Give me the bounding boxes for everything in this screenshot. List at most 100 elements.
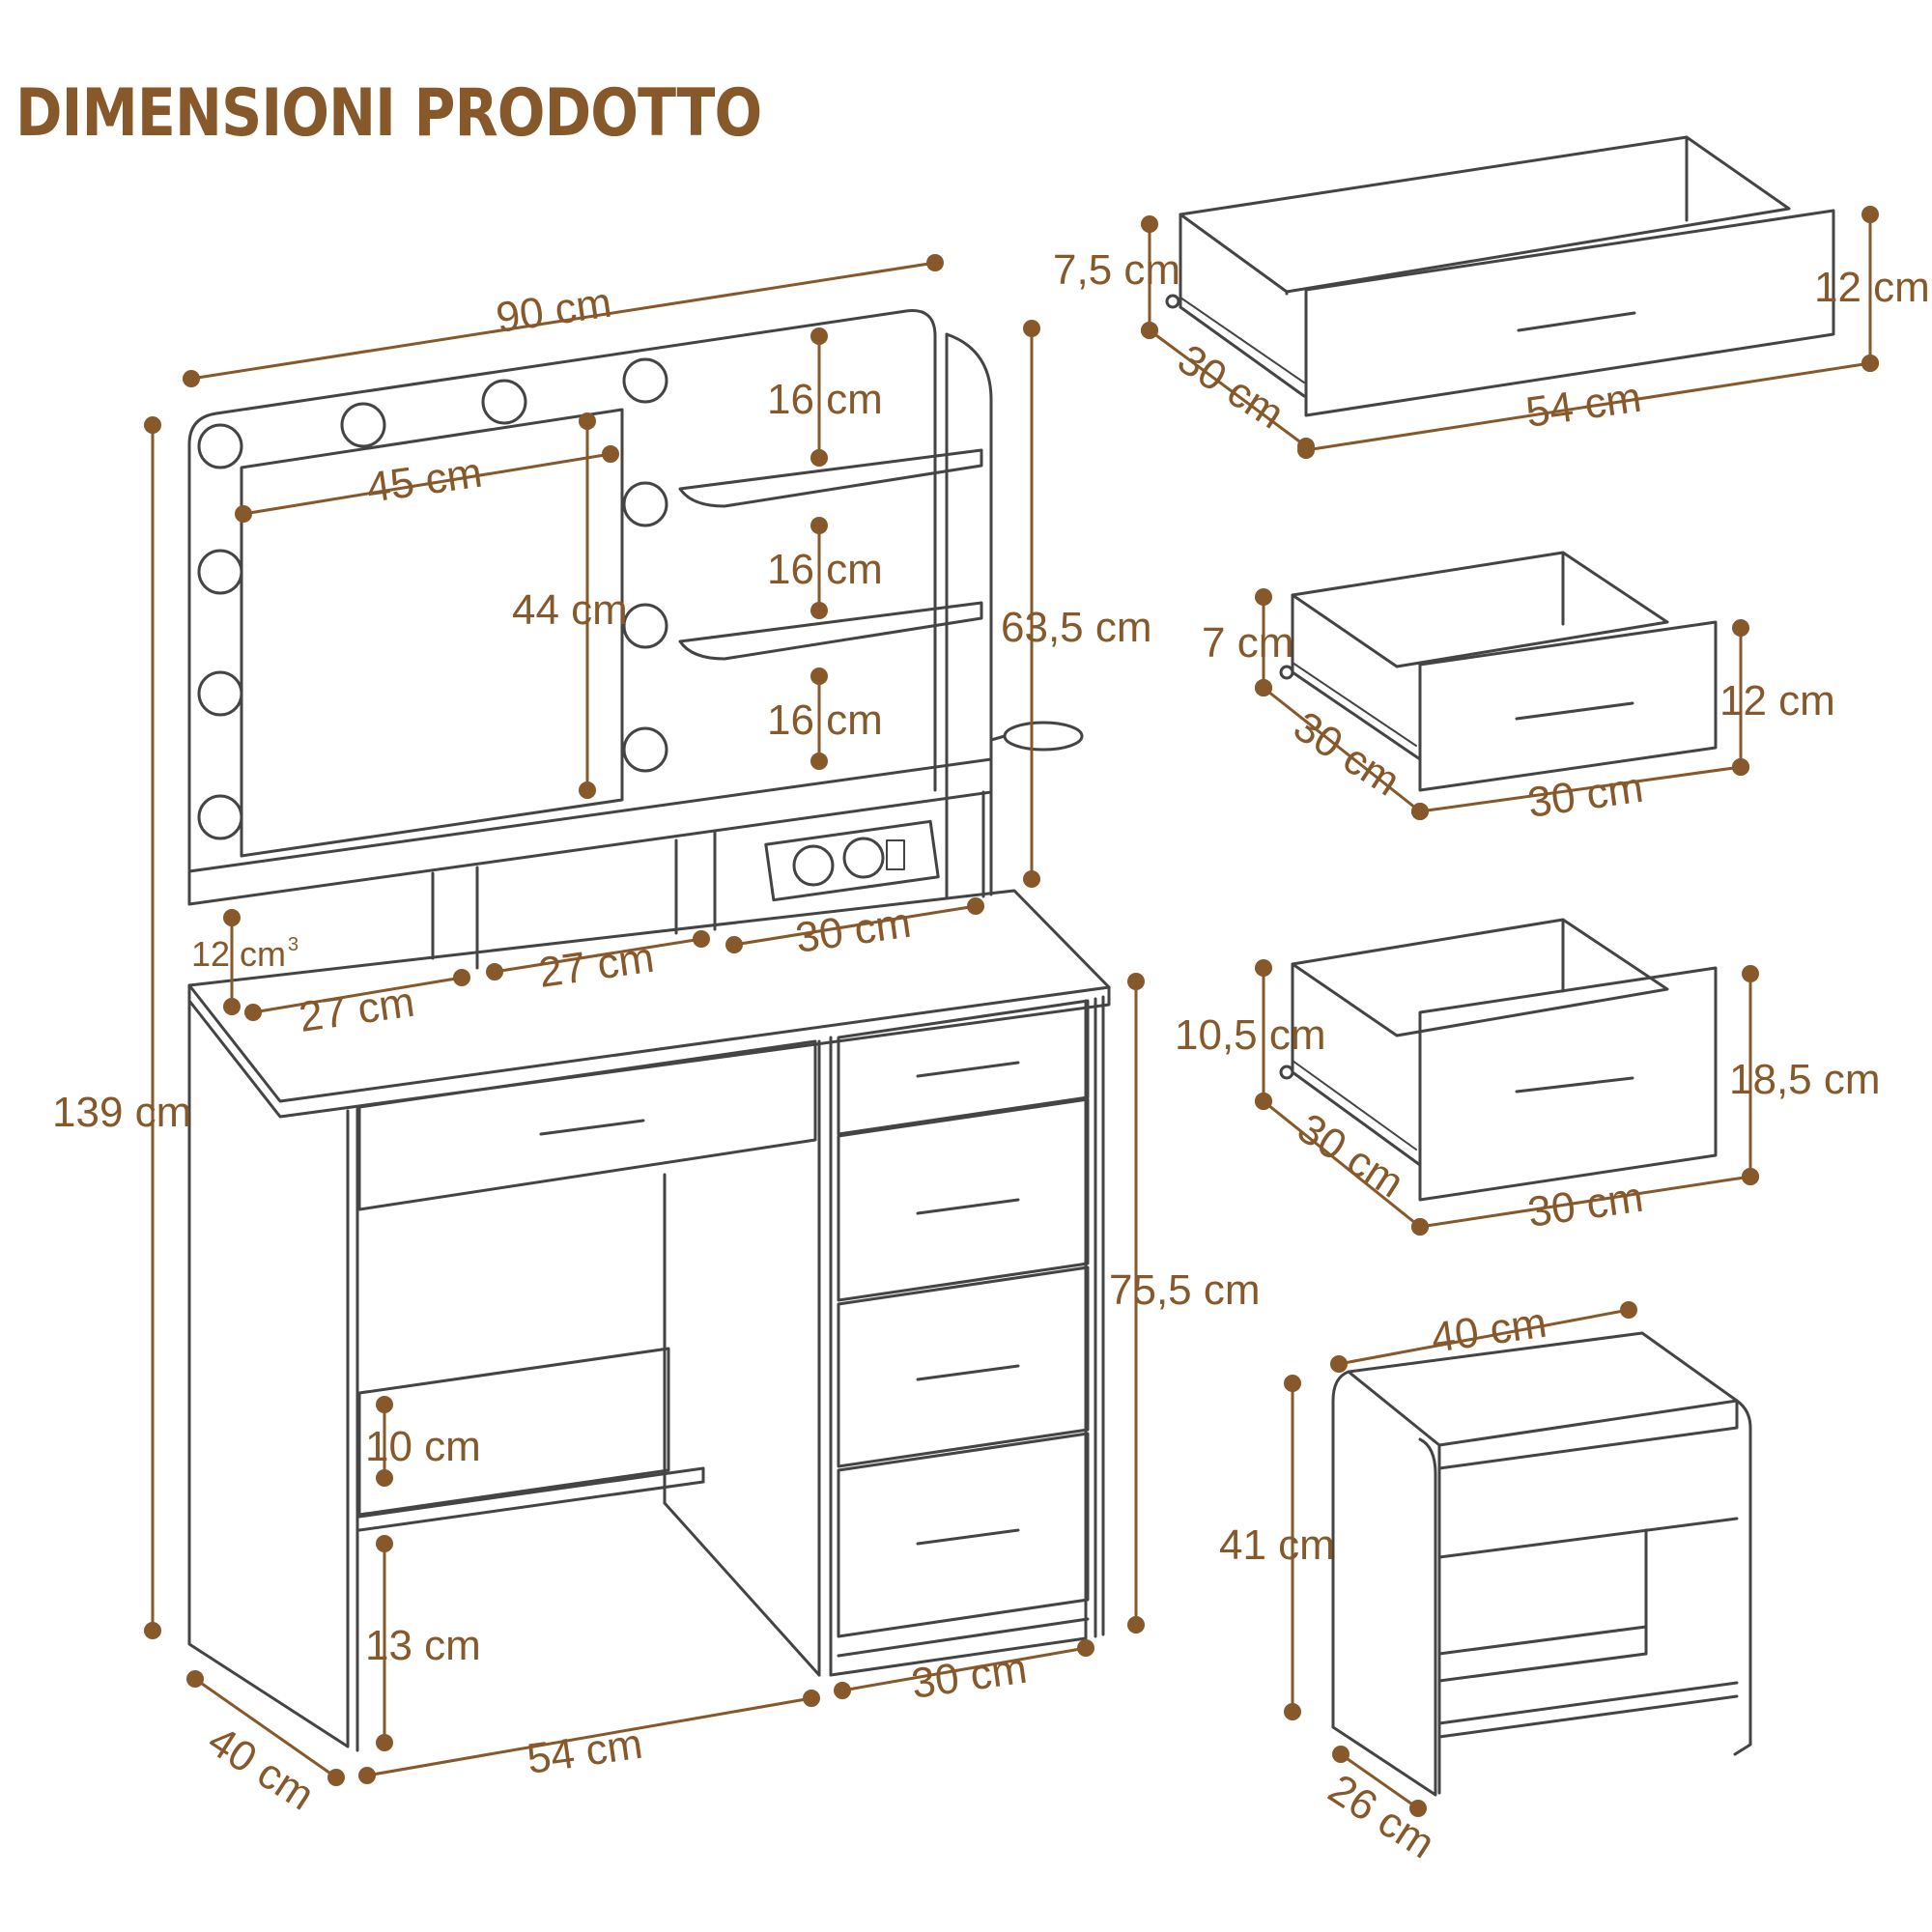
dimension-line-desk-height (1127, 973, 1145, 1634)
dimension-line-small-drawer-width (1411, 758, 1749, 820)
dimension-line-upper-height (1023, 320, 1040, 888)
dimension-endpoint (693, 930, 710, 948)
label-shelf-gap-1: 16 cm (767, 376, 883, 423)
label-cubby-height-sup: 3 (288, 934, 298, 955)
dimension-line-desk-opening-width (358, 1690, 820, 1784)
dimension-line-depth (186, 1670, 345, 1786)
dimension-endpoint (376, 1535, 393, 1552)
large-drawer-illustration (1165, 135, 1835, 417)
dimension-endpoint (1023, 320, 1040, 337)
label-tall-drawer-inner-height: 10,5 cm (1175, 1011, 1326, 1059)
dimension-endpoint (1330, 1355, 1348, 1373)
label-upper-height: 63,5 cm (1001, 604, 1152, 651)
dimension-endpoint (1297, 441, 1315, 459)
label-footrest-clearance: 13 cm (365, 1622, 481, 1669)
dimension-endpoint (144, 1622, 161, 1639)
dimension-endpoint (1409, 1800, 1427, 1817)
label-tall-drawer-depth: 30 cm (1290, 1104, 1412, 1207)
label-shelf-gap-3: 16 cm (767, 696, 883, 744)
dimension-endpoint (1255, 1093, 1272, 1110)
dimension-endpoint (967, 897, 984, 915)
label-stool-height: 41 cm (1219, 1521, 1335, 1569)
dimension-endpoint (810, 753, 828, 770)
label-mirror-width: 45 cm (364, 449, 485, 512)
label-cubby-3-width: 30 cm (793, 899, 914, 962)
dimension-line-cubby-3-width (725, 897, 984, 953)
label-mirror-height: 44 cm (512, 586, 628, 634)
vanity-desk-illustration (187, 309, 1111, 1752)
dimension-endpoint (376, 1734, 393, 1751)
power-strip (764, 819, 940, 902)
dimension-endpoint (926, 254, 944, 271)
label-small-drawer-inner-height: 7 cm (1202, 619, 1293, 667)
label-small-drawer-depth: 30 cm (1286, 702, 1408, 805)
label-desk-height: 75,5 cm (1109, 1266, 1261, 1314)
dimension-line-mirror-width (235, 445, 619, 523)
dimension-endpoint (1620, 1301, 1637, 1319)
dimension-endpoint (358, 1767, 376, 1784)
label-large-drawer-depth: 30 cm (1170, 335, 1293, 438)
dimension-line-cubby-1-width (244, 969, 470, 1021)
label-large-drawer-width: 54 cm (1523, 374, 1644, 437)
dimension-line-large-drawer-width (1297, 355, 1879, 459)
dimension-endpoint (810, 668, 828, 685)
dimension-endpoint (1742, 1168, 1759, 1185)
dimension-endpoint (376, 1396, 393, 1413)
dimension-endpoint (1284, 1703, 1301, 1720)
tall-drawer-illustration (1279, 918, 1718, 1202)
dimension-endpoint (602, 445, 619, 463)
dimension-endpoint (1127, 973, 1145, 990)
page-title: DIMENSIONI PRODOTTO (15, 75, 762, 152)
dimension-endpoint (1742, 965, 1759, 982)
dimension-line-shelf-gap-1 (810, 327, 828, 467)
dimension-line-total-height (144, 416, 161, 1639)
label-tall-drawer-front-height: 18,5 cm (1729, 1056, 1881, 1103)
label-vanity-width: 90 cm (494, 279, 614, 342)
dimension-line-cubby-2-width (486, 930, 710, 980)
dimension-endpoint (1732, 619, 1749, 637)
dimension-endpoint (579, 412, 596, 430)
label-shelf-gap-2: 16 cm (767, 546, 883, 593)
dimension-endpoint (1411, 1218, 1429, 1236)
label-depth: 40 cm (200, 1717, 323, 1819)
dimension-endpoint (235, 505, 252, 523)
dimension-line-vanity-width (183, 254, 944, 387)
label-desk-opening-width: 54 cm (525, 1720, 645, 1783)
dimension-endpoint (803, 1690, 820, 1707)
label-drawer-column-width: 30 cm (909, 1645, 1030, 1708)
dimension-endpoint (810, 327, 828, 345)
dimension-endpoint (1332, 1746, 1350, 1763)
label-large-drawer-front-height: 12 cm (1814, 264, 1930, 311)
dimension-line-cubby-height (223, 909, 241, 1015)
dimension-line-mirror-height (579, 412, 596, 799)
label-total-height: 139 cm (52, 1089, 191, 1136)
dimension-endpoint (327, 1769, 345, 1786)
dimension-endpoint (1732, 758, 1749, 776)
dimension-endpoint (1411, 803, 1429, 820)
label-footrest-height: 10 cm (365, 1423, 481, 1470)
dimension-endpoint (1141, 322, 1158, 339)
dimension-endpoint (1023, 870, 1040, 888)
dimension-endpoint (244, 1004, 262, 1021)
dimension-endpoint (834, 1682, 851, 1699)
dimension-line-shelf-gap-2 (810, 517, 828, 619)
label-cubby-1-width: 27 cm (297, 979, 417, 1041)
dimension-endpoint (1127, 1616, 1145, 1634)
light-bulbs (197, 357, 668, 840)
label-small-drawer-front-height: 12 cm (1719, 677, 1835, 724)
dimension-lines (144, 206, 1879, 1817)
dimension-endpoint (579, 781, 596, 799)
dimension-endpoint (1284, 1375, 1301, 1392)
label-stool-width: 40 cm (1429, 1299, 1549, 1362)
label-tall-drawer-width: 30 cm (1525, 1174, 1646, 1236)
stool-illustration (1331, 1331, 1752, 1797)
dimension-endpoint (453, 969, 470, 986)
dimension-endpoint (486, 963, 503, 980)
dimension-endpoint (186, 1670, 204, 1688)
dimension-endpoint (223, 998, 241, 1015)
dimension-endpoint (810, 517, 828, 534)
dimension-endpoint (1255, 588, 1272, 606)
dimension-line-stool-height (1284, 1375, 1301, 1720)
dimension-endpoint (810, 602, 828, 619)
